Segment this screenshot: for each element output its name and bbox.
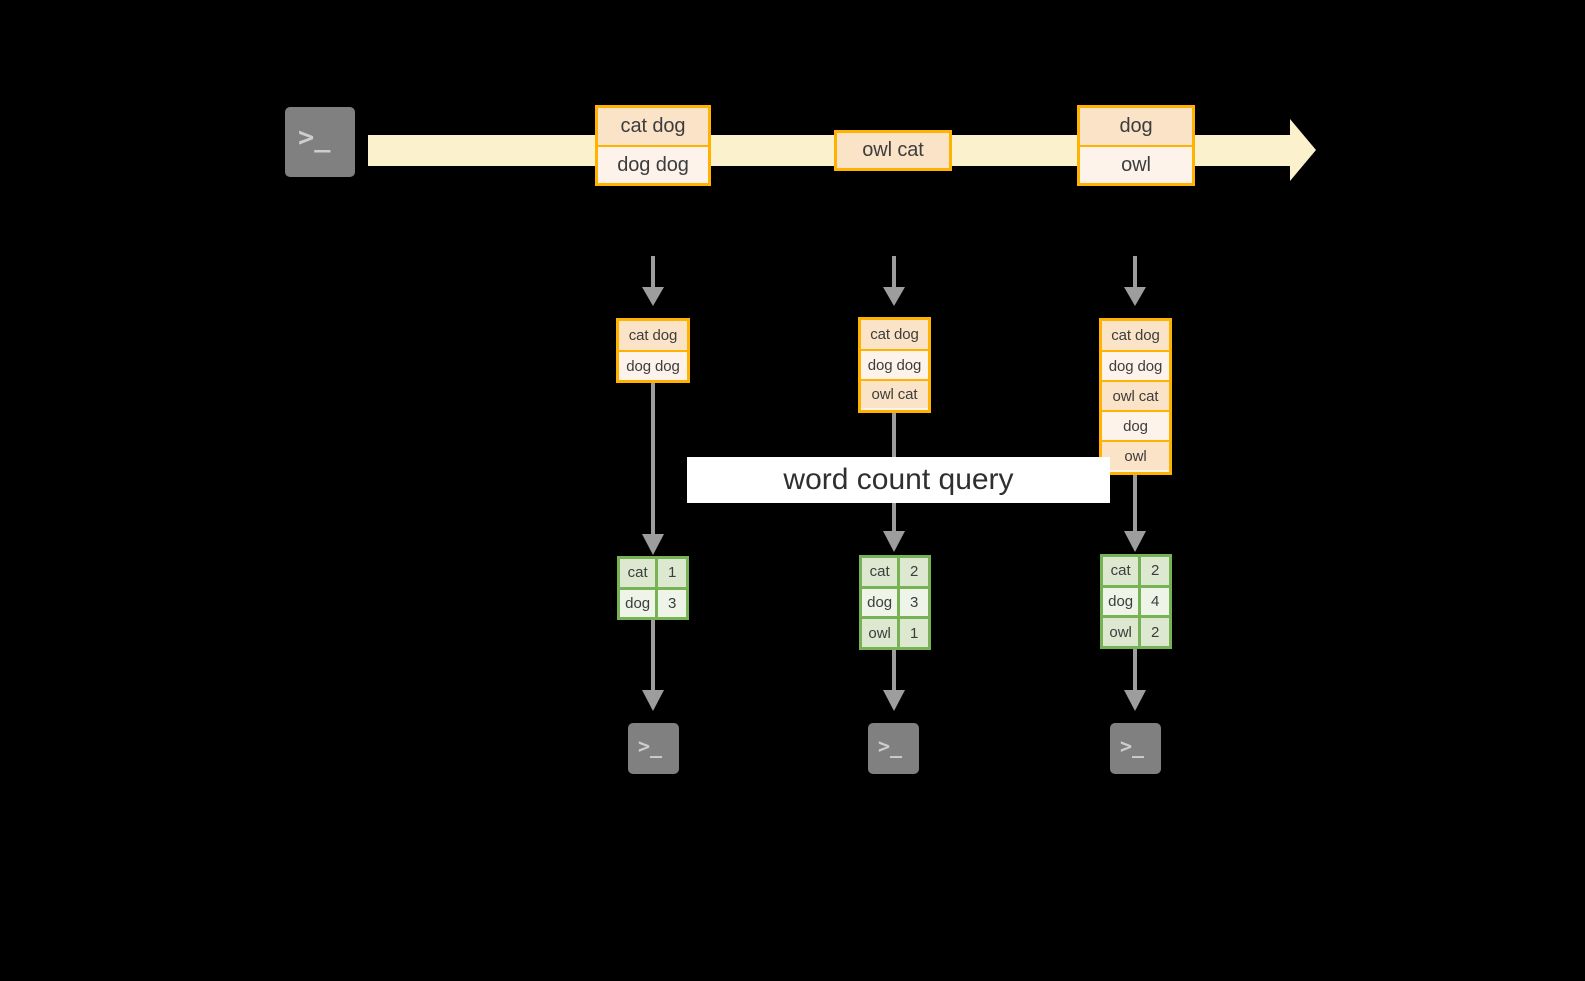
result-word-cell: cat bbox=[862, 558, 901, 586]
query-connector-1 bbox=[651, 383, 655, 536]
stream-message-line: dog dog bbox=[598, 145, 708, 183]
stream-message-group-2[interactable]: owl cat bbox=[834, 130, 952, 171]
stream-message-line: dog bbox=[1080, 108, 1192, 145]
snapshot-input-line: cat dog bbox=[619, 321, 687, 350]
snapshot-input-line: cat dog bbox=[861, 320, 928, 349]
result-count-cell: 3 bbox=[658, 589, 686, 617]
stream-tap-dash-3 bbox=[1133, 256, 1137, 288]
result-row: owl 2 bbox=[1103, 615, 1169, 647]
query-connector-arrowhead-1 bbox=[642, 534, 664, 555]
result-word-cell: cat bbox=[1103, 557, 1142, 585]
result-word-cell: owl bbox=[862, 619, 901, 648]
snapshot-input-line: owl cat bbox=[1102, 380, 1169, 410]
sink-connector-1 bbox=[651, 620, 655, 692]
result-row: owl 1 bbox=[862, 616, 928, 648]
result-word-cell: dog bbox=[862, 588, 901, 617]
result-table-3[interactable]: cat 2 dog 4 owl 2 bbox=[1100, 554, 1172, 649]
terminal-body: >_ bbox=[1110, 723, 1161, 774]
snapshot-input-line: owl cat bbox=[861, 379, 928, 408]
stream-tap-dash-2 bbox=[892, 256, 896, 288]
query-label: word count query bbox=[687, 457, 1110, 503]
snapshot-input-line: owl bbox=[1102, 440, 1169, 470]
result-count-cell: 2 bbox=[1141, 618, 1169, 647]
result-count-cell: 1 bbox=[658, 559, 686, 587]
stream-tap-dash-1 bbox=[651, 256, 655, 288]
result-count-cell: 1 bbox=[900, 619, 928, 648]
sink-connector-2 bbox=[892, 650, 896, 692]
sink-connector-arrowhead-2 bbox=[883, 690, 905, 711]
result-count-cell: 3 bbox=[900, 588, 928, 617]
terminal-prompt-glyph: >_ bbox=[298, 122, 331, 153]
sink-connector-arrowhead-3 bbox=[1124, 690, 1146, 711]
result-row: cat 2 bbox=[862, 558, 928, 586]
query-connector-arrowhead-2 bbox=[883, 531, 905, 552]
snapshot-input-line: dog dog bbox=[1102, 350, 1169, 380]
result-word-cell: owl bbox=[1103, 618, 1142, 647]
terminal-prompt-glyph: >_ bbox=[1120, 734, 1145, 758]
result-row: dog 3 bbox=[620, 586, 686, 617]
stream-message-line: owl bbox=[1080, 145, 1192, 183]
stream-tap-arrowhead-1 bbox=[642, 287, 664, 306]
sink-terminal-icon-3[interactable]: >_ bbox=[1101, 714, 1170, 783]
query-connector-3 bbox=[1133, 475, 1137, 533]
snapshot-input-line: dog dog bbox=[861, 349, 928, 379]
result-row: dog 3 bbox=[862, 585, 928, 617]
sink-connector-3 bbox=[1133, 649, 1137, 692]
result-count-cell: 2 bbox=[900, 558, 928, 586]
result-count-cell: 2 bbox=[1141, 557, 1169, 585]
query-label-text: word count query bbox=[783, 463, 1014, 496]
snapshot-input-line: dog dog bbox=[619, 350, 687, 380]
sink-connector-arrowhead-1 bbox=[642, 690, 664, 711]
source-terminal-icon[interactable]: >_ bbox=[276, 98, 364, 186]
stream-message-line: owl cat bbox=[837, 133, 949, 168]
terminal-body: >_ bbox=[628, 723, 679, 774]
event-stream-arrowhead bbox=[1290, 119, 1316, 181]
result-row: dog 4 bbox=[1103, 584, 1169, 616]
stream-tap-arrowhead-2 bbox=[883, 287, 905, 306]
result-table-1[interactable]: cat 1 dog 3 bbox=[617, 556, 689, 620]
result-word-cell: dog bbox=[620, 589, 659, 617]
result-row: cat 2 bbox=[1103, 557, 1169, 585]
result-word-cell: cat bbox=[620, 559, 659, 587]
terminal-body: >_ bbox=[285, 107, 355, 177]
terminal-prompt-glyph: >_ bbox=[638, 734, 663, 758]
snapshot-input-2[interactable]: cat dog dog dog owl cat bbox=[858, 317, 931, 413]
stream-tap-arrowhead-3 bbox=[1124, 287, 1146, 306]
stream-message-line: cat dog bbox=[598, 108, 708, 145]
result-row: cat 1 bbox=[620, 559, 686, 587]
result-word-cell: dog bbox=[1103, 587, 1142, 616]
terminal-body: >_ bbox=[868, 723, 919, 774]
result-count-cell: 4 bbox=[1141, 587, 1169, 616]
snapshot-input-line: cat dog bbox=[1102, 321, 1169, 350]
query-connector-arrowhead-3 bbox=[1124, 531, 1146, 552]
sink-terminal-icon-2[interactable]: >_ bbox=[859, 714, 928, 783]
stream-message-group-3[interactable]: dog owl bbox=[1077, 105, 1195, 186]
terminal-prompt-glyph: >_ bbox=[878, 734, 903, 758]
sink-terminal-icon-1[interactable]: >_ bbox=[619, 714, 688, 783]
stream-message-group-1[interactable]: cat dog dog dog bbox=[595, 105, 711, 186]
snapshot-input-3[interactable]: cat dog dog dog owl cat dog owl bbox=[1099, 318, 1172, 475]
snapshot-input-line: dog bbox=[1102, 410, 1169, 440]
snapshot-input-1[interactable]: cat dog dog dog bbox=[616, 318, 690, 383]
result-table-2[interactable]: cat 2 dog 3 owl 1 bbox=[859, 555, 931, 650]
